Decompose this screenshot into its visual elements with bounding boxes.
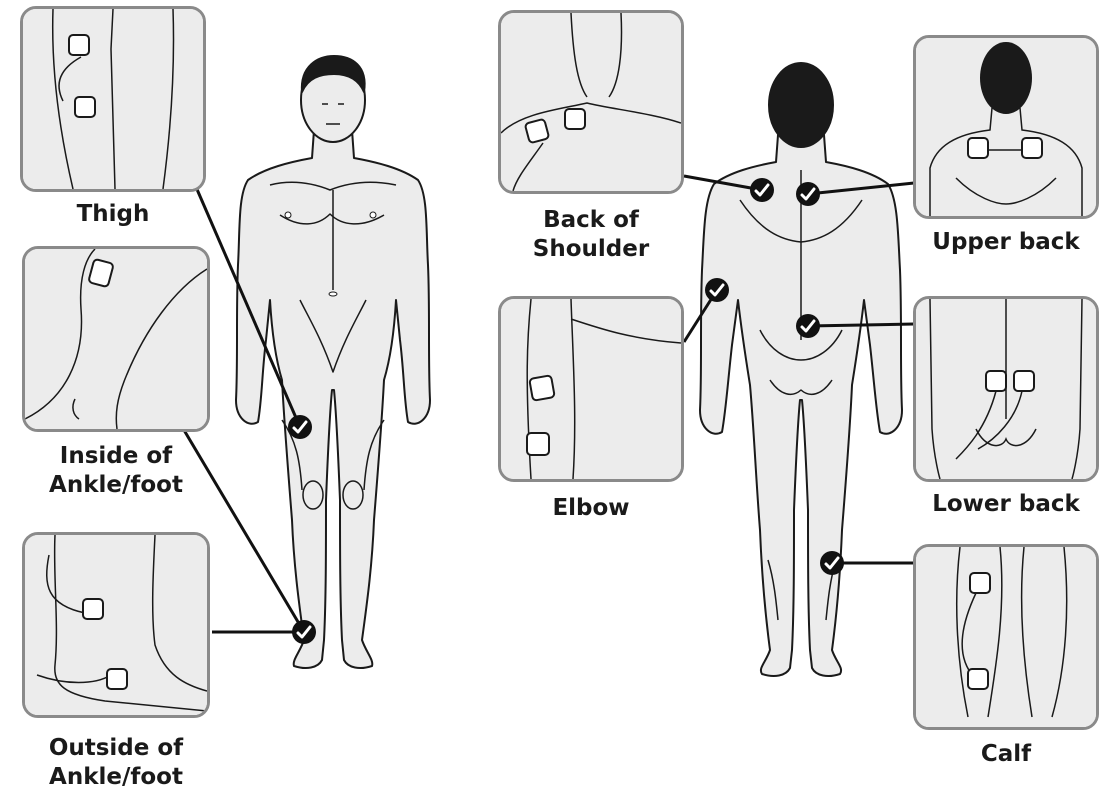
upper-back-detail-illustration bbox=[916, 38, 1096, 216]
front-body-figure bbox=[236, 56, 430, 668]
back-shoulder-detail-illustration bbox=[501, 13, 681, 191]
inset-calf bbox=[913, 544, 1099, 730]
inset-inside-ankle bbox=[22, 246, 210, 432]
electrode-pad-icon bbox=[527, 433, 549, 455]
label-lower-back: Lower back bbox=[913, 490, 1099, 519]
inset-thigh bbox=[20, 6, 206, 192]
electrode-pad-icon bbox=[1022, 138, 1042, 158]
inset-back-shoulder bbox=[498, 10, 684, 194]
label-inside-ankle: Inside of Ankle/foot bbox=[22, 442, 210, 500]
electrode-pad-icon bbox=[83, 599, 103, 619]
lower-back-detail-illustration bbox=[916, 299, 1096, 479]
electrode-pad-icon bbox=[968, 669, 988, 689]
electrode-pad-icon bbox=[107, 669, 127, 689]
label-upper-back: Upper back bbox=[913, 228, 1099, 257]
electrode-pad-icon bbox=[529, 375, 554, 400]
label-thigh: Thigh bbox=[20, 200, 206, 229]
electrode-pad-icon bbox=[968, 138, 988, 158]
checkmark-circle-icon bbox=[292, 620, 316, 644]
checkmark-circle-icon bbox=[796, 182, 820, 206]
label-back-shoulder: Back of Shoulder bbox=[498, 206, 684, 264]
checkmark-circle-icon bbox=[796, 314, 820, 338]
checkmark-circle-icon bbox=[750, 178, 774, 202]
electrode-pad-icon bbox=[75, 97, 95, 117]
inset-elbow bbox=[498, 296, 684, 482]
inset-upper-back bbox=[913, 35, 1099, 219]
electrode-pad-icon bbox=[970, 573, 990, 593]
thigh-detail-illustration bbox=[23, 9, 203, 189]
back-body-figure bbox=[700, 63, 902, 676]
outside-ankle-detail-illustration bbox=[25, 535, 207, 715]
electrode-pad-icon bbox=[525, 119, 549, 143]
calf-detail-illustration bbox=[916, 547, 1096, 727]
electrode-pad-icon bbox=[565, 109, 585, 129]
electrode-pad-icon bbox=[986, 371, 1006, 391]
label-calf: Calf bbox=[913, 740, 1099, 769]
label-outside-ankle: Outside of Ankle/foot bbox=[22, 734, 210, 792]
checkmark-circle-icon bbox=[705, 278, 729, 302]
checkmark-circle-icon bbox=[288, 415, 312, 439]
inset-outside-ankle bbox=[22, 532, 210, 718]
inside-ankle-detail-illustration bbox=[25, 249, 207, 429]
electrode-pad-icon bbox=[69, 35, 89, 55]
electrode-pad-icon bbox=[1014, 371, 1034, 391]
inset-lower-back bbox=[913, 296, 1099, 482]
elbow-detail-illustration bbox=[501, 299, 681, 479]
label-elbow: Elbow bbox=[498, 494, 684, 523]
checkmark-circle-icon bbox=[820, 551, 844, 575]
